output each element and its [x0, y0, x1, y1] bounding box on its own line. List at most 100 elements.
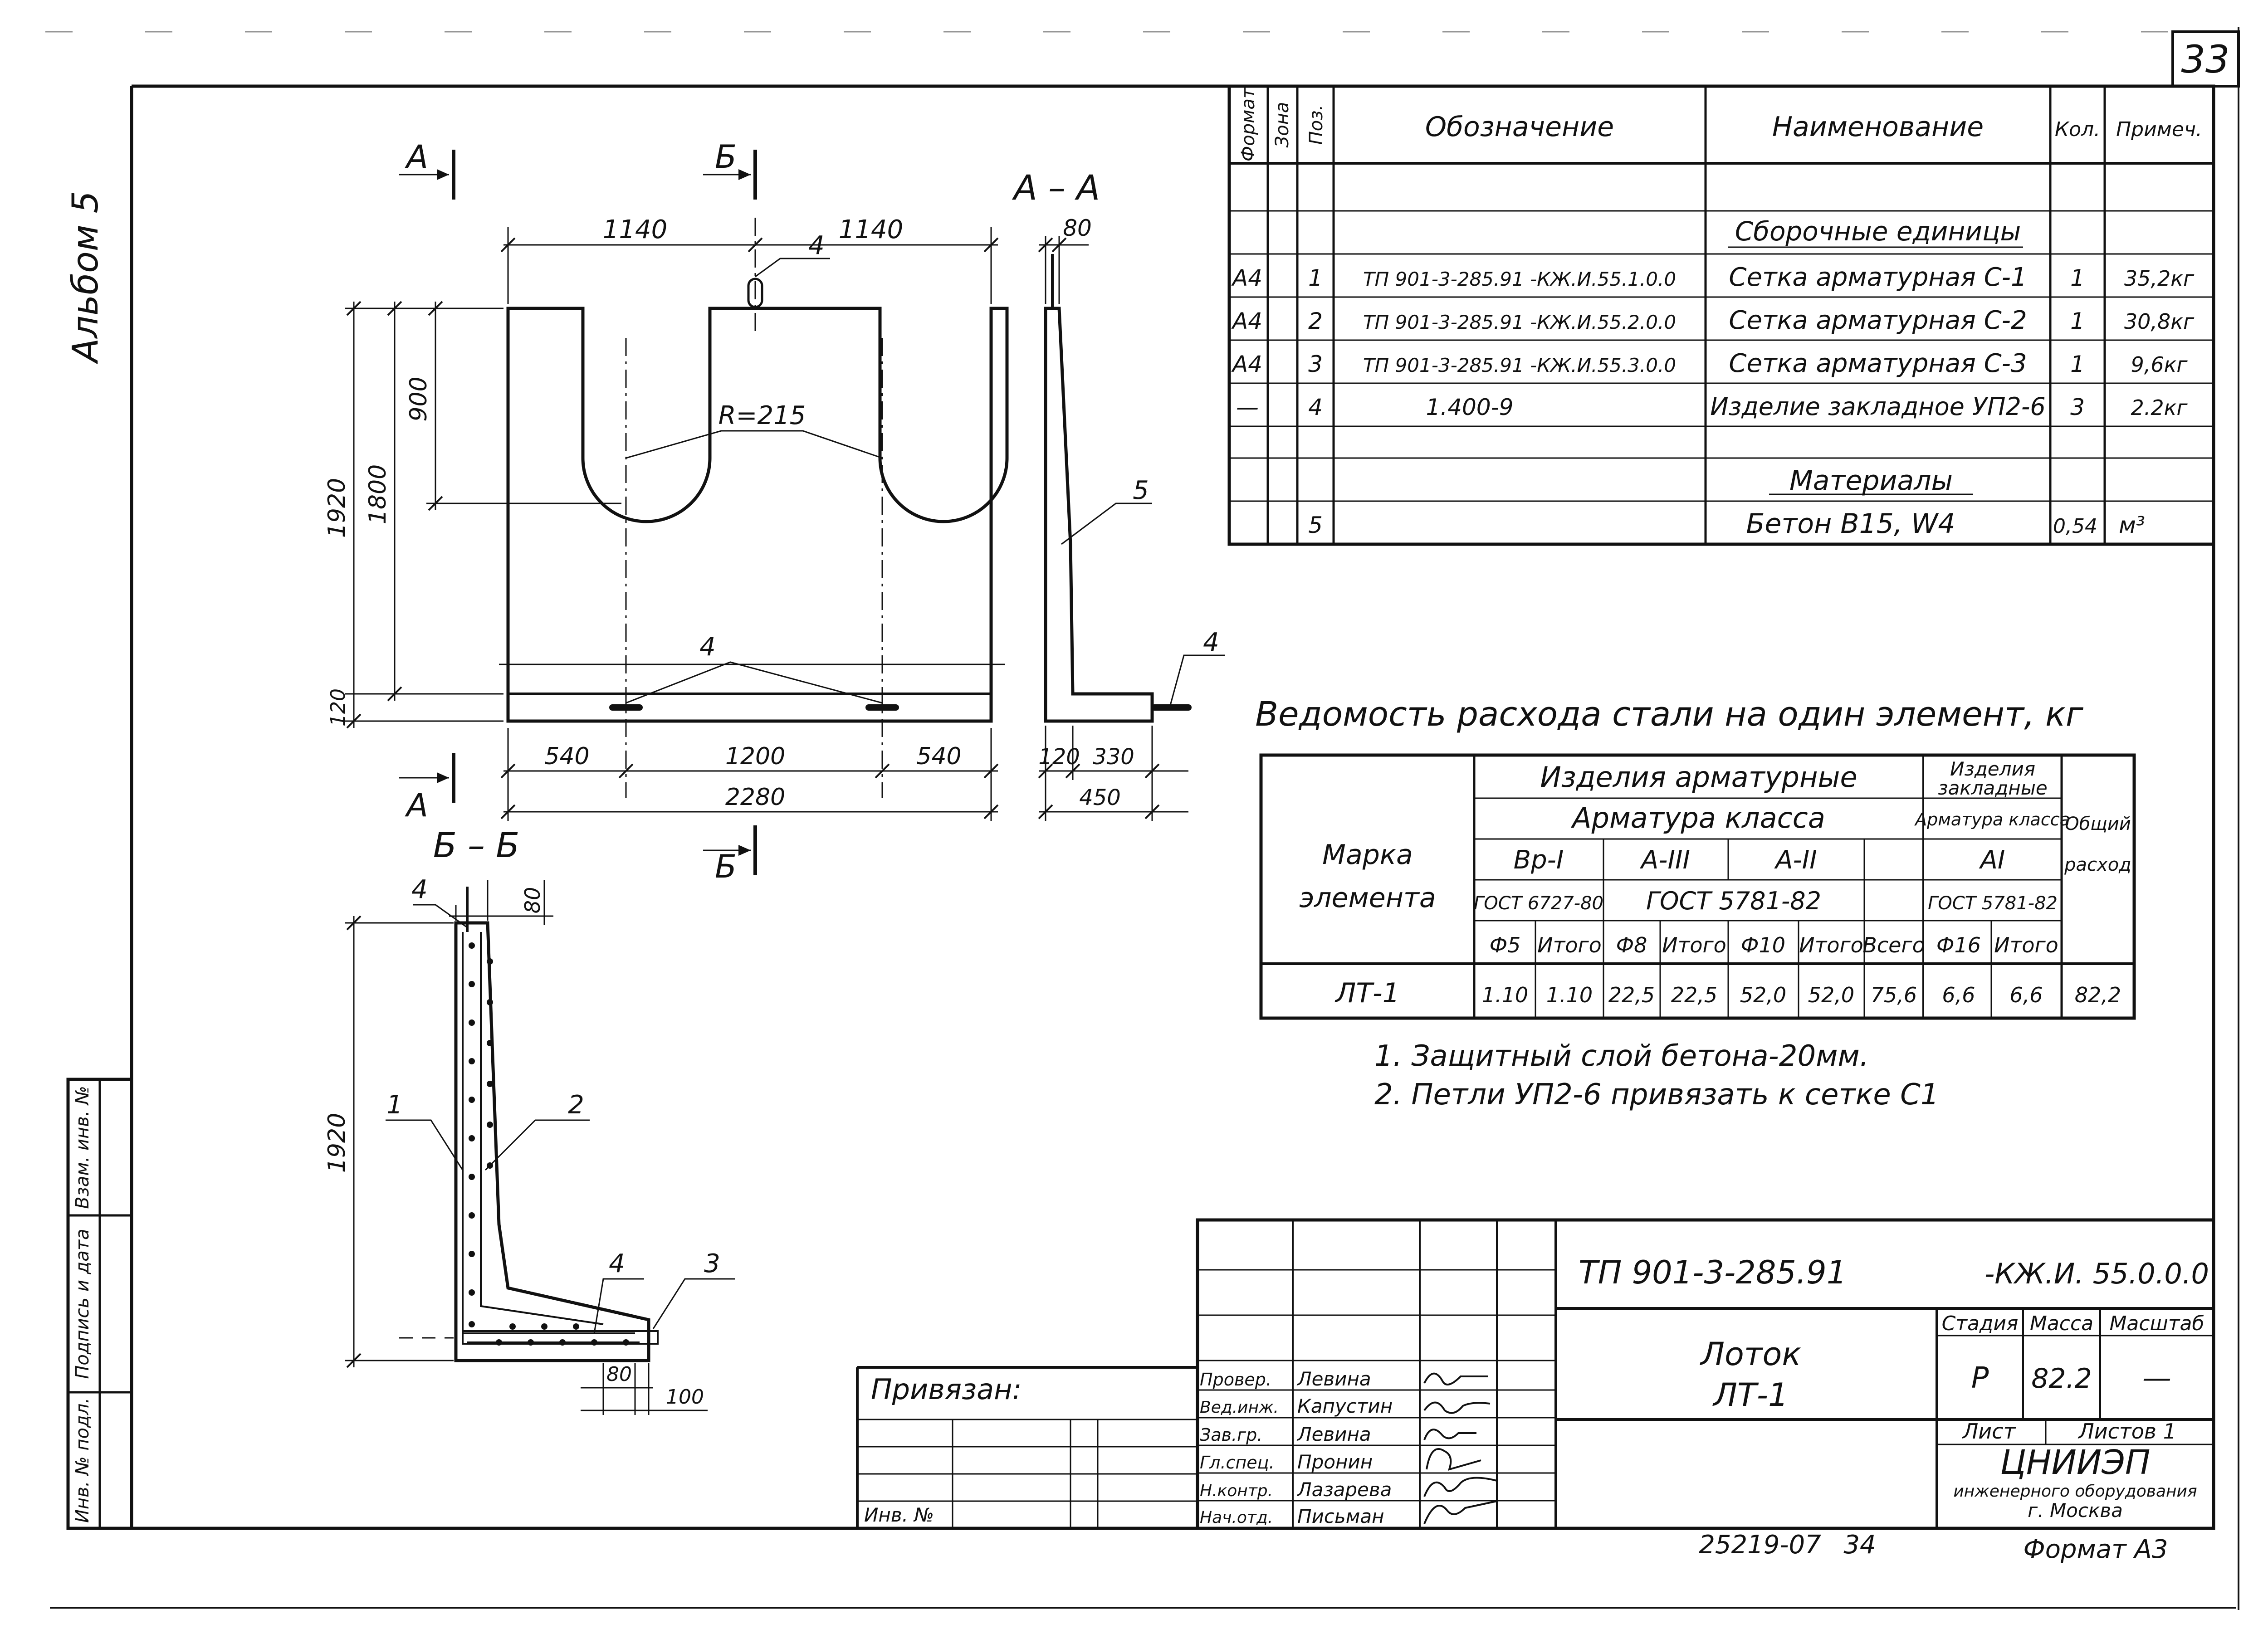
spec-row-name: Сетка арматурная С-1 — [1729, 263, 2027, 292]
steel-sub-header: Ф16 — [1936, 933, 1981, 957]
title-stage-label: Стадия — [1942, 1312, 2019, 1335]
steel-h-total-2: расход — [2064, 854, 2131, 875]
spec-header-format: Формат — [1238, 87, 1259, 161]
signature-name: Левина — [1296, 1423, 1371, 1445]
spec-table — [1227, 84, 2215, 546]
steel-h-embedded-class: Арматура класса — [1914, 810, 2070, 829]
steel-h-embedded-1: Изделия — [1950, 758, 2035, 780]
front-pos-4-top: 4 — [808, 231, 825, 260]
signature-name: Письман — [1297, 1505, 1384, 1527]
title-mass-label: Масса — [2030, 1312, 2093, 1335]
section-bb-title: Б – Б — [433, 825, 520, 865]
steel-h-armature-items: Изделия арматурные — [1540, 761, 1857, 794]
signature-role: Зав.гр. — [1200, 1425, 1262, 1445]
steel-row-mark: ЛТ-1 — [1334, 977, 1400, 1009]
spec-row-designation: 1.400-9 — [1426, 394, 1514, 420]
front-dim-1920: 1920 — [323, 478, 351, 538]
spec-rows: Сборочные единицы А4 1 ТП 901-3-285.91 -… — [1231, 216, 2195, 540]
spec-row-pos: 4 — [1308, 394, 1323, 420]
format-label: Формат A3 — [2024, 1535, 2168, 1564]
side-stamp-podpis: Подпись и дата — [72, 1229, 93, 1379]
title-signatures: Провер. Левина Вед.инж. Капустин Зав.гр.… — [1200, 1368, 1393, 1527]
section-bb-outline — [454, 921, 650, 1362]
bottom-code: 25219-07 — [1699, 1530, 1821, 1560]
signature-name: Лазарева — [1296, 1478, 1392, 1501]
spec-row-pos: 5 — [1308, 512, 1323, 538]
spec-row-qty: 0,54 — [2053, 515, 2097, 538]
section-aa-dim-120: 120 — [1038, 744, 1080, 770]
steel-row-value: 1.10 — [1546, 983, 1593, 1007]
title-project-code: ТП 901-3-285.91 — [1579, 1254, 1847, 1291]
spec-header-designation: Обозначение — [1425, 111, 1614, 143]
front-dim-1800: 1800 — [364, 464, 391, 524]
steel-table-title: Ведомость расхода стали на один элемент,… — [1255, 695, 2084, 734]
front-dim-900: 900 — [405, 376, 432, 421]
spec-row-format: А4 — [1231, 265, 1262, 291]
note-2: 2. Петли УП2-6 привязать к сетке С1 — [1374, 1078, 1939, 1112]
title-mass: 82.2 — [2031, 1363, 2092, 1395]
section-aa-dim-330: 330 — [1093, 744, 1134, 770]
album-label: Альбом 5 — [65, 191, 106, 365]
scan-edges — [45, 27, 2239, 1610]
section-bb-pos-2: 2 — [568, 1090, 584, 1120]
steel-c-a3: А-III — [1640, 845, 1690, 875]
steel-row-value: 22,5 — [1671, 983, 1717, 1007]
spec-row-format: А4 — [1231, 308, 1262, 334]
spec-header-zone: Зона — [1272, 102, 1293, 148]
title-element-name: Лоток — [1699, 1336, 1801, 1373]
steel-gost-1: ГОСТ 6727-80 — [1474, 893, 1603, 914]
steel-h-armature-class: Арматура класса — [1570, 801, 1825, 834]
steel-sub-headers: Ф5 Итого Ф8 Итого Ф10 Итого Всего Ф16 Ит… — [1490, 933, 2058, 957]
front-outline — [506, 307, 1009, 723]
spec-row-note: 35,2кг — [2124, 266, 2195, 291]
steel-sub-header: Ф10 — [1741, 933, 1785, 957]
title-org-city: г. Москва — [2028, 1499, 2123, 1522]
front-dim-1140-left: 1140 — [603, 215, 668, 244]
steel-row-total: 82,2 — [2075, 983, 2121, 1007]
steel-sub-header: Итого — [1537, 933, 1602, 957]
section-aa-pos-4: 4 — [1203, 628, 1219, 657]
section-aa-outline — [1044, 307, 1154, 723]
section-aa-title: А – А — [1012, 167, 1100, 208]
steel-sub-header: Ф5 — [1490, 933, 1521, 957]
section-bb-dim-80-top: 80 — [520, 887, 545, 914]
spec-header-pos: Поз. — [1306, 105, 1327, 145]
spec-row-pos: 2 — [1308, 308, 1323, 334]
front-dim-1200: 1200 — [725, 743, 785, 770]
section-bb-pos-3: 3 — [704, 1249, 720, 1278]
sheet-frame — [66, 30, 2240, 1530]
title-scale-label: Масштаб — [2109, 1312, 2204, 1335]
title-sheets-label: Листов 1 — [2077, 1419, 2176, 1444]
section-bb-dim-100: 100 — [666, 1385, 704, 1409]
front-section-b-bottom: Б — [715, 848, 737, 885]
section-bb-view — [345, 880, 735, 1415]
note-1: 1. Защитный слой бетона-20мм. — [1374, 1039, 1869, 1073]
title-sheet-label: Лист — [1962, 1419, 2016, 1444]
signature-name: Пронин — [1297, 1451, 1373, 1473]
front-dim-540-left: 540 — [544, 743, 589, 770]
spec-row-name: Бетон В15, W4 — [1746, 508, 1955, 540]
front-radius: R=215 — [719, 401, 806, 430]
signature-name: Капустин — [1297, 1395, 1393, 1417]
steel-h-mark-2: элемента — [1299, 882, 1436, 914]
spec-row-format: — — [1236, 394, 1259, 420]
steel-c-a2: А-II — [1774, 845, 1817, 875]
section-aa-dim-450: 450 — [1079, 785, 1121, 810]
steel-sub-header: Итого — [1662, 933, 1726, 957]
signature-role: Провер. — [1200, 1370, 1271, 1390]
signature-role: Нач.отд. — [1200, 1508, 1273, 1527]
section-aa-pos-5: 5 — [1133, 476, 1149, 505]
signature-name: Левина — [1296, 1368, 1371, 1390]
spec-row-note: 2.2кг — [2131, 395, 2188, 420]
spec-row-format: А4 — [1231, 351, 1262, 377]
title-inv-no: Инв. № — [864, 1504, 934, 1526]
steel-sub-header: Ф8 — [1616, 933, 1647, 957]
front-dim-2280: 2280 — [725, 784, 785, 811]
steel-gost-2: ГОСТ 5781-82 — [1646, 887, 1821, 915]
spec-row-pos: 3 — [1308, 351, 1323, 377]
section-aa-view — [1038, 236, 1225, 821]
section-bb-pos-4-top: 4 — [411, 875, 428, 904]
steel-row-value: 22,5 — [1608, 983, 1655, 1007]
section-bb-pos-4-mid: 4 — [609, 1249, 625, 1278]
